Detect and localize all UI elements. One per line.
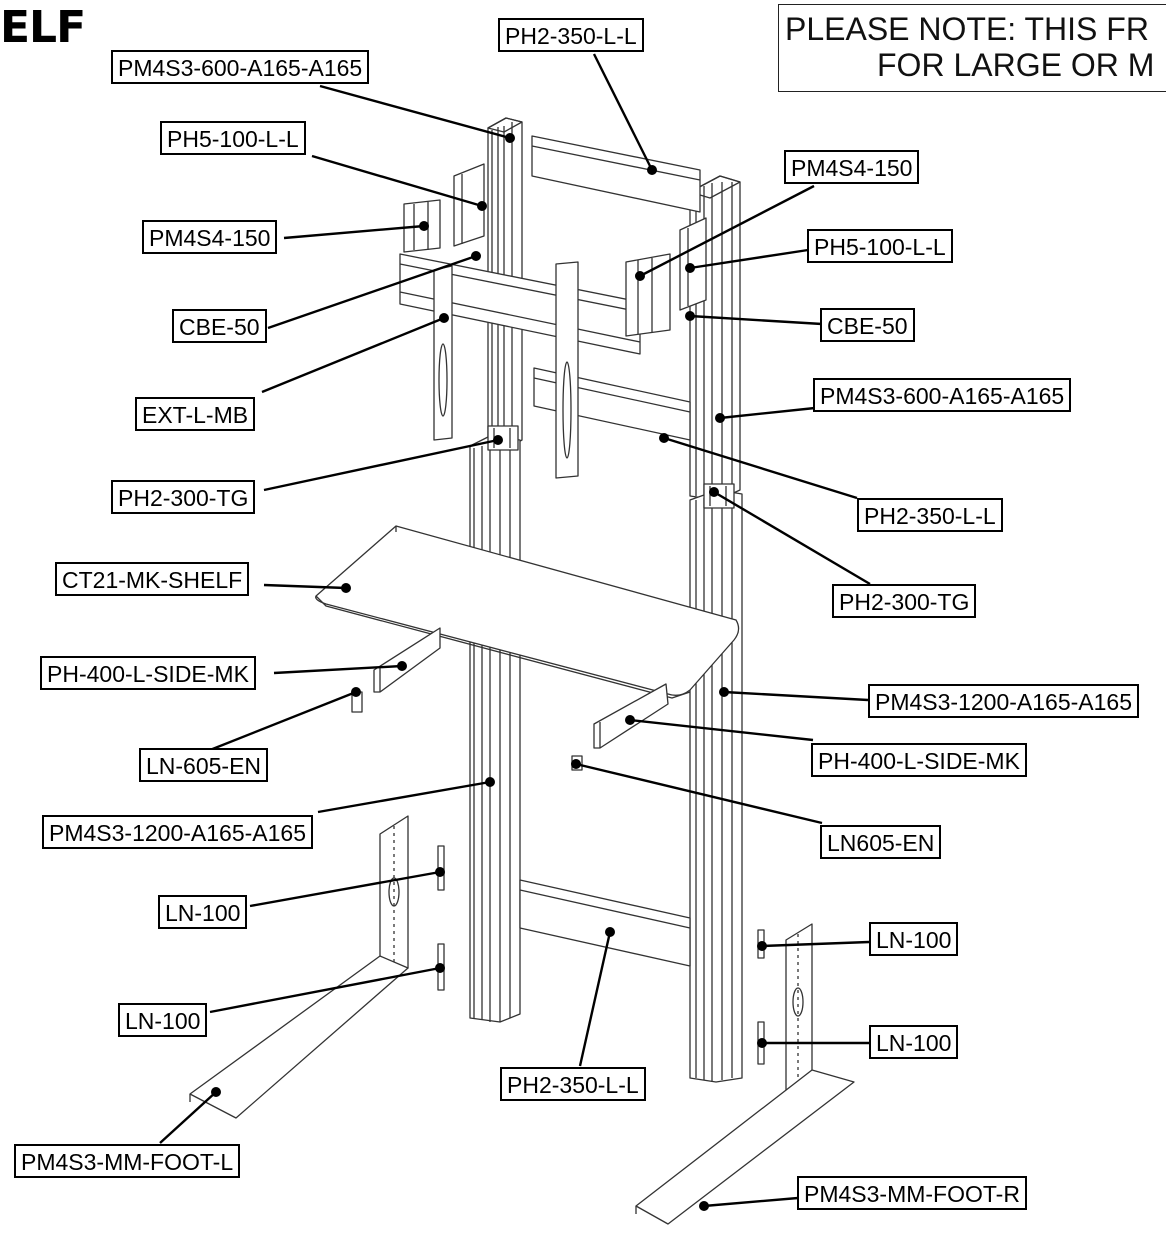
- callout-right-foot: PM4S3-MM-FOOT-R: [797, 1176, 1027, 1210]
- leader-dot: [439, 313, 449, 323]
- note-box: PLEASE NOTE: THIS FR FOR LARGE OR M: [778, 4, 1166, 92]
- callout-bottom-crossbar: PH2-350-L-L: [500, 1067, 646, 1101]
- callout-left-lower-upright: PM4S3-1200-A165-A165: [42, 815, 313, 849]
- callout-ext-bracket: EXT-L-MB: [135, 397, 256, 431]
- leader-dot: [505, 133, 515, 143]
- leader-line: [761, 940, 870, 948]
- left-joint: [487, 425, 519, 451]
- leader-line: [575, 762, 823, 825]
- leader-dot: [471, 251, 481, 261]
- leader-line: [723, 690, 869, 702]
- callout-left-ph5: PH5-100-L-L: [160, 121, 306, 155]
- left-foot: [189, 815, 409, 1119]
- leader-dot: [419, 221, 429, 231]
- leader-dot: [211, 1087, 221, 1097]
- callout-left-upper-upright: PM4S3-600-A165-A165: [111, 50, 370, 84]
- leader-line: [629, 718, 814, 742]
- leader-lines: [159, 53, 871, 1211]
- callout-left-bolt-lower: LN-100: [118, 1003, 208, 1037]
- leader-line: [267, 254, 477, 330]
- leader-dot: [435, 963, 445, 973]
- leader-dot: [397, 661, 407, 671]
- leader-line: [249, 870, 441, 908]
- callout-right-bolt-lower: LN-100: [869, 1025, 959, 1059]
- leader-line: [663, 436, 858, 500]
- leader-dot: [757, 941, 767, 951]
- leader-line: [261, 316, 445, 394]
- leader-line: [209, 690, 357, 752]
- callout-right-joint: PH2-300-TG: [832, 584, 977, 618]
- callout-right-ph5: PH5-100-L-L: [807, 229, 953, 263]
- callout-right-lower-upright: PM4S3-1200-A165-A165: [868, 684, 1139, 718]
- leader-line: [689, 248, 809, 270]
- leader-dot: [351, 687, 361, 697]
- callout-shelf: CT21-MK-SHELF: [55, 562, 250, 596]
- leader-line: [703, 1196, 799, 1208]
- leader-line: [578, 931, 612, 1067]
- leader-dot: [757, 1038, 767, 1048]
- leader-line: [311, 154, 483, 208]
- leader-line: [713, 490, 871, 586]
- leader-dot: [493, 435, 503, 445]
- leader-dot: [647, 165, 657, 175]
- callout-right-pm4s4: PM4S4-150: [784, 150, 920, 184]
- leader-dot: [477, 201, 487, 211]
- page-title-fragment: ELF: [0, 2, 86, 53]
- leader-dot: [625, 715, 635, 725]
- left-lower-upright: [469, 435, 521, 1023]
- leader-line: [263, 438, 499, 492]
- callout-left-joint: PH2-300-TG: [111, 480, 256, 514]
- callout-right-cbe: CBE-50: [820, 308, 915, 342]
- callout-left-screw: LN-605-EN: [139, 748, 269, 782]
- leader-dot: [435, 867, 445, 877]
- callout-left-cbe: CBE-50: [172, 309, 267, 343]
- leader-dot: [571, 759, 581, 769]
- mounting-bracket: [399, 253, 641, 479]
- leader-line: [689, 314, 823, 326]
- leader-line: [209, 966, 441, 1014]
- leader-dot: [685, 263, 695, 273]
- leader-dot: [719, 687, 729, 697]
- callout-left-foot: PM4S3-MM-FOOT-L: [14, 1144, 241, 1178]
- leader-dot: [659, 433, 669, 443]
- callout-left-side-arm: PH-400-L-SIDE-MK: [40, 656, 256, 690]
- bottom-crossbar: [519, 879, 691, 967]
- left-plates: [403, 163, 485, 253]
- leader-line: [719, 406, 816, 420]
- leader-line: [283, 224, 425, 240]
- leader-dot: [605, 927, 615, 937]
- callout-left-bolt-upper: LN-100: [158, 895, 248, 929]
- leader-dot: [715, 413, 725, 423]
- leader-dot: [341, 583, 351, 593]
- left-side-arm: [373, 627, 441, 693]
- callout-right-bolt-upper: LN-100: [869, 922, 959, 956]
- callout-right-upper-upright: PM4S3-600-A165-A165: [813, 378, 1072, 412]
- right-foot: [635, 923, 855, 1225]
- leader-dot: [699, 1201, 709, 1211]
- leader-line: [263, 583, 347, 590]
- callout-right-screw: LN605-EN: [820, 825, 942, 859]
- leader-line: [273, 664, 403, 675]
- shelf: [315, 525, 740, 699]
- leader-line: [159, 1091, 217, 1144]
- leader-line: [317, 780, 491, 814]
- leader-dot: [685, 311, 695, 321]
- leader-dot: [485, 777, 495, 787]
- leader-dot: [635, 271, 645, 281]
- callout-right-side-arm: PH-400-L-SIDE-MK: [811, 743, 1027, 777]
- leader-dot: [709, 487, 719, 497]
- leader-line: [319, 84, 511, 140]
- note-line-2: FOR LARGE OR M: [877, 47, 1155, 83]
- note-line-1: PLEASE NOTE: THIS FR: [785, 11, 1149, 47]
- screws: [351, 691, 583, 771]
- top-crossbar: [531, 135, 701, 213]
- leader-line: [639, 184, 815, 278]
- right-lower-upright: [689, 489, 743, 1083]
- callout-left-pm4s4: PM4S4-150: [142, 220, 278, 254]
- leader-line: [592, 53, 654, 171]
- callout-top-crossbar: PH2-350-L-L: [498, 18, 644, 52]
- callout-middle-crossbar: PH2-350-L-L: [857, 498, 1003, 532]
